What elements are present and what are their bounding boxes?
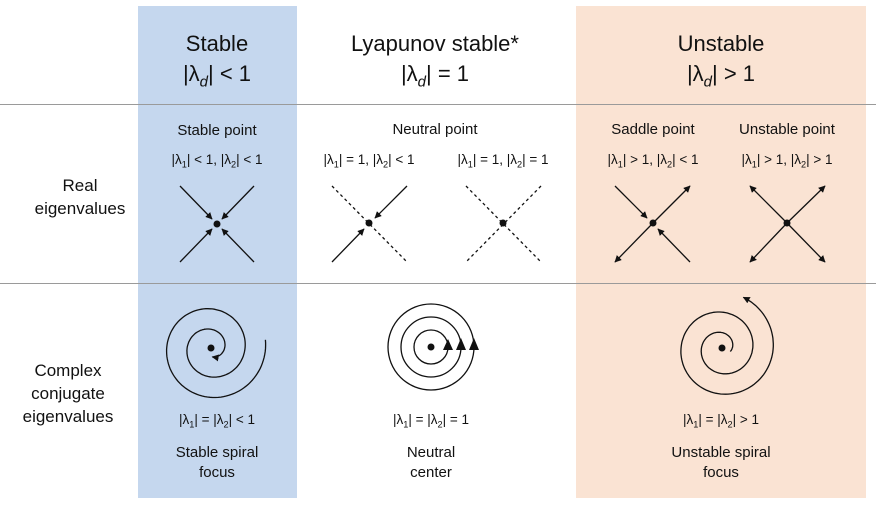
stable-point-condition: |λ1| < 1, |λ2| < 1 bbox=[171, 152, 263, 170]
row-divider bbox=[0, 283, 876, 284]
inward-arrow bbox=[657, 228, 691, 263]
fixed-point-dot bbox=[783, 219, 791, 227]
fixed-point-dot bbox=[718, 344, 726, 352]
unstable-point-condition: |λ1| > 1, |λ2| > 1 bbox=[741, 152, 833, 170]
unstable-header-title: Unstable bbox=[677, 31, 765, 56]
unstable-spiral-name-line2: focus bbox=[703, 464, 739, 481]
saddle-point-diagram bbox=[614, 185, 691, 263]
inward-arrow bbox=[331, 228, 365, 263]
neutral-center-name-line2: center bbox=[410, 464, 452, 481]
inward-arrow bbox=[221, 185, 255, 220]
inward-arrow bbox=[221, 228, 255, 263]
fixed-point-dot bbox=[365, 219, 373, 227]
neutral-center-name-line1: Neutral bbox=[406, 444, 456, 461]
unstable-point-title: Unstable point bbox=[739, 121, 835, 138]
neutral-center-condition: |λ1| = |λ2| = 1 bbox=[392, 412, 470, 430]
unstable-spiral-name-line1: Unstable spiral bbox=[671, 444, 771, 461]
saddle-point-condition: |λ1| > 1, |λ2| < 1 bbox=[607, 152, 699, 170]
saddle-point-title: Saddle point bbox=[611, 121, 695, 138]
unstable-point-diagram bbox=[749, 185, 826, 263]
fixed-point-dot bbox=[427, 343, 435, 351]
fixed-point-dot bbox=[499, 219, 507, 227]
stable-spiral-name-line1: Stable spiral bbox=[175, 444, 259, 461]
orbit-arrowhead bbox=[456, 338, 466, 350]
stable-header-title: Stable bbox=[185, 31, 249, 56]
spiral-trajectory bbox=[680, 296, 774, 395]
neutral-point-condition-a: |λ1| = 1, |λ2| < 1 bbox=[323, 152, 415, 170]
fixed-point-dot bbox=[649, 219, 657, 227]
outward-arrow bbox=[749, 185, 788, 224]
unstable-spiral-diagram bbox=[680, 296, 774, 395]
spiral-trajectory bbox=[165, 308, 267, 399]
inward-arrow bbox=[179, 185, 213, 220]
fixed-point-dot bbox=[207, 344, 215, 352]
inward-arrow bbox=[179, 228, 213, 263]
neutral-point-a-diagram bbox=[331, 185, 408, 263]
outward-arrow bbox=[786, 222, 826, 263]
stable-point-diagram bbox=[179, 185, 255, 263]
outward-arrow bbox=[749, 222, 788, 263]
stable-header-condition: |λd| < 1 bbox=[182, 61, 252, 91]
stable-point-title: Stable point bbox=[177, 122, 257, 139]
stable-column-background bbox=[138, 6, 297, 498]
stable-spiral-name-line2: focus bbox=[199, 464, 235, 481]
fixed-point-dot bbox=[213, 220, 221, 228]
neutral-point-title: Neutral point bbox=[392, 121, 478, 138]
inward-arrow bbox=[374, 185, 408, 219]
stable-spiral-condition: |λ1| = |λ2| < 1 bbox=[178, 412, 256, 430]
complex-eigenvalues-row-label: Complex conjugate eigenvalues bbox=[22, 361, 114, 426]
outward-arrow bbox=[652, 185, 691, 224]
stable-spiral-diagram bbox=[165, 308, 267, 399]
neutral-point-b-diagram bbox=[465, 185, 542, 263]
header-divider bbox=[0, 104, 876, 105]
unstable-spiral-condition: |λ1| = |λ2| > 1 bbox=[682, 412, 760, 430]
unstable-header-condition: |λd| > 1 bbox=[686, 61, 756, 91]
orbit-arrowhead bbox=[469, 338, 479, 350]
inward-arrow bbox=[614, 185, 648, 219]
orbit-arrowhead bbox=[443, 339, 453, 350]
neutral-point-condition-b: |λ1| = 1, |λ2| = 1 bbox=[457, 152, 549, 170]
neutral-center-diagram bbox=[387, 303, 479, 391]
real-eigenvalues-row-label: Real eigenvalues bbox=[34, 176, 126, 218]
outward-arrow bbox=[786, 185, 826, 224]
lyapunov-header-title: Lyapunov stable* bbox=[351, 31, 519, 56]
outward-arrow bbox=[614, 222, 654, 263]
lyapunov-header-condition: |λd| = 1 bbox=[400, 61, 470, 91]
